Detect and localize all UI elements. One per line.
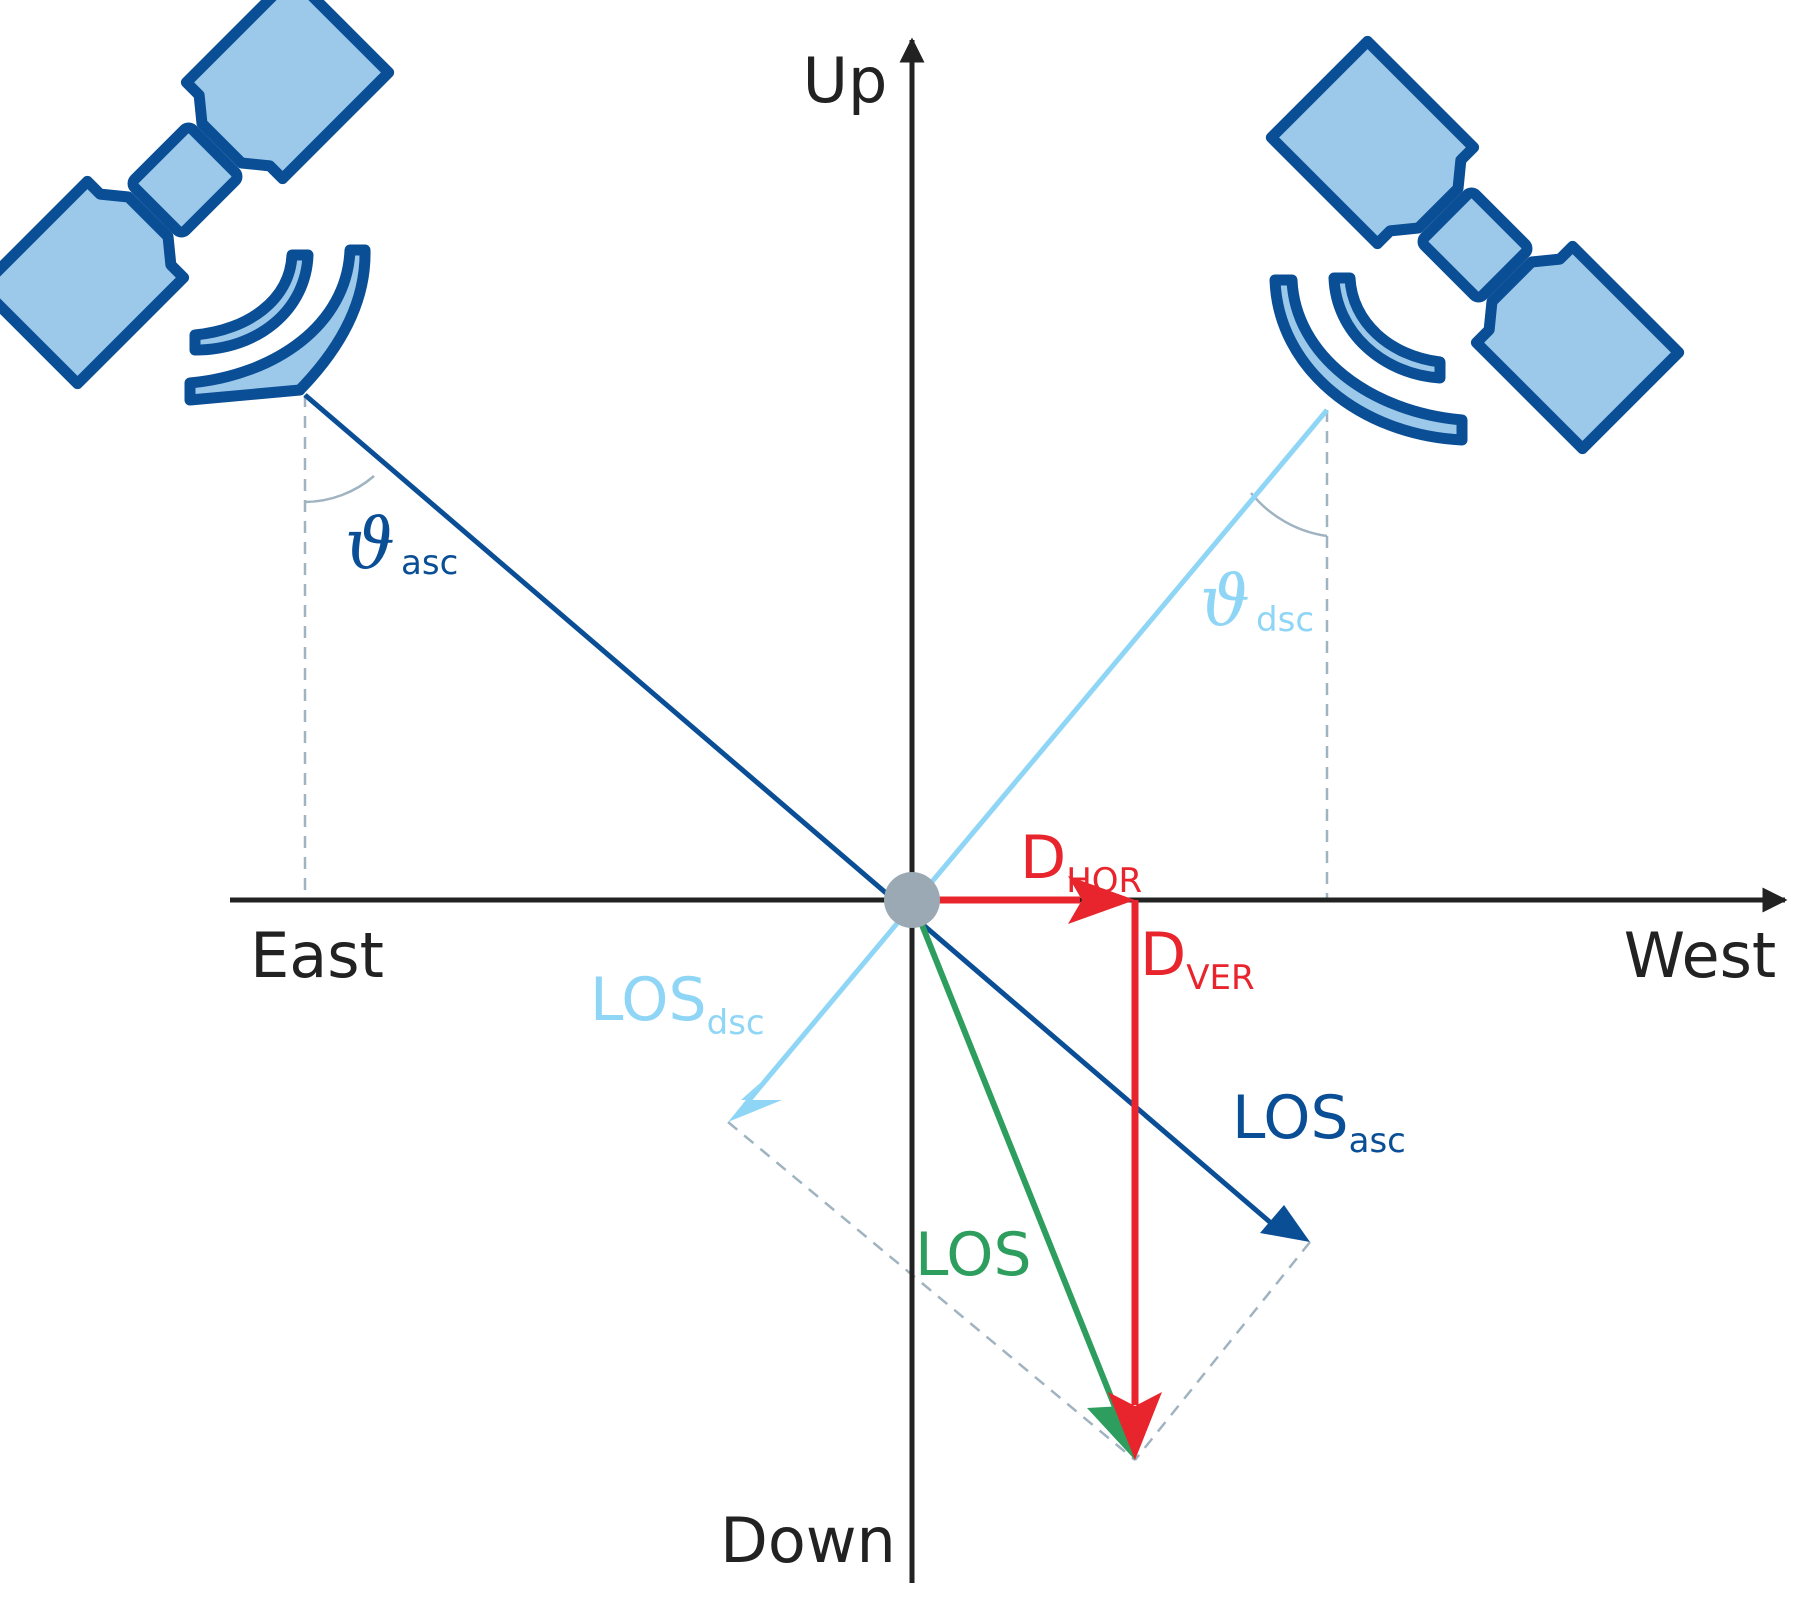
angle-arc-asc — [304, 475, 375, 504]
theta-asc-sub: asc — [401, 543, 458, 583]
los-main: LOS — [915, 1220, 1032, 1290]
up-axis-label: Up — [803, 44, 888, 117]
theta-dsc-main: ϑ — [1200, 560, 1250, 642]
los-dsc-label: LOSdsc — [590, 965, 765, 1043]
los-vector-line — [909, 898, 1128, 1434]
angle-arc-dsc — [1250, 492, 1328, 538]
down-axis-label: Down — [720, 1504, 896, 1577]
west-axis-label: West — [1624, 919, 1776, 992]
parallelogram-left-edge — [727, 1121, 1136, 1461]
theta-asc-main: ϑ — [345, 503, 395, 585]
d-ver-arrowhead — [1108, 1392, 1162, 1460]
los-dsc-sub: dsc — [707, 1003, 765, 1043]
guide-lines — [303, 395, 1329, 1461]
los-asc-label: LOSasc — [1232, 1083, 1406, 1161]
los-label: LOS — [915, 1220, 1032, 1290]
d-ver-sub: VER — [1186, 958, 1254, 998]
asc-los-line — [303, 393, 1287, 1237]
satellite-dsc-icon — [1265, 35, 1685, 455]
east-axis-label: East — [250, 919, 384, 992]
d-hor-arrowhead — [1068, 876, 1135, 924]
origin-point-icon — [884, 872, 940, 928]
theta-dsc-sub: dsc — [1256, 600, 1314, 640]
dsc-los-line — [743, 408, 1329, 1107]
satellite-asc-icon — [0, 0, 395, 406]
los-dsc-arrowhead — [728, 1083, 782, 1122]
los-asc-main: LOS — [1232, 1083, 1349, 1153]
d-ver-main: D — [1140, 920, 1186, 990]
los-dsc-main: LOS — [590, 965, 707, 1035]
d-ver-label: DVER — [1140, 920, 1255, 998]
d-hor-label: DHOR — [1020, 823, 1142, 901]
signal-waves-asc — [184, 244, 371, 406]
parallelogram-right-edge — [1134, 1241, 1311, 1461]
los-asc-sub: asc — [1349, 1121, 1406, 1161]
los-asc-arrowhead — [1260, 1205, 1310, 1242]
d-hor-main: D — [1020, 823, 1066, 893]
d-hor-sub: HOR — [1066, 861, 1142, 901]
signal-waves-dsc — [1269, 272, 1468, 446]
